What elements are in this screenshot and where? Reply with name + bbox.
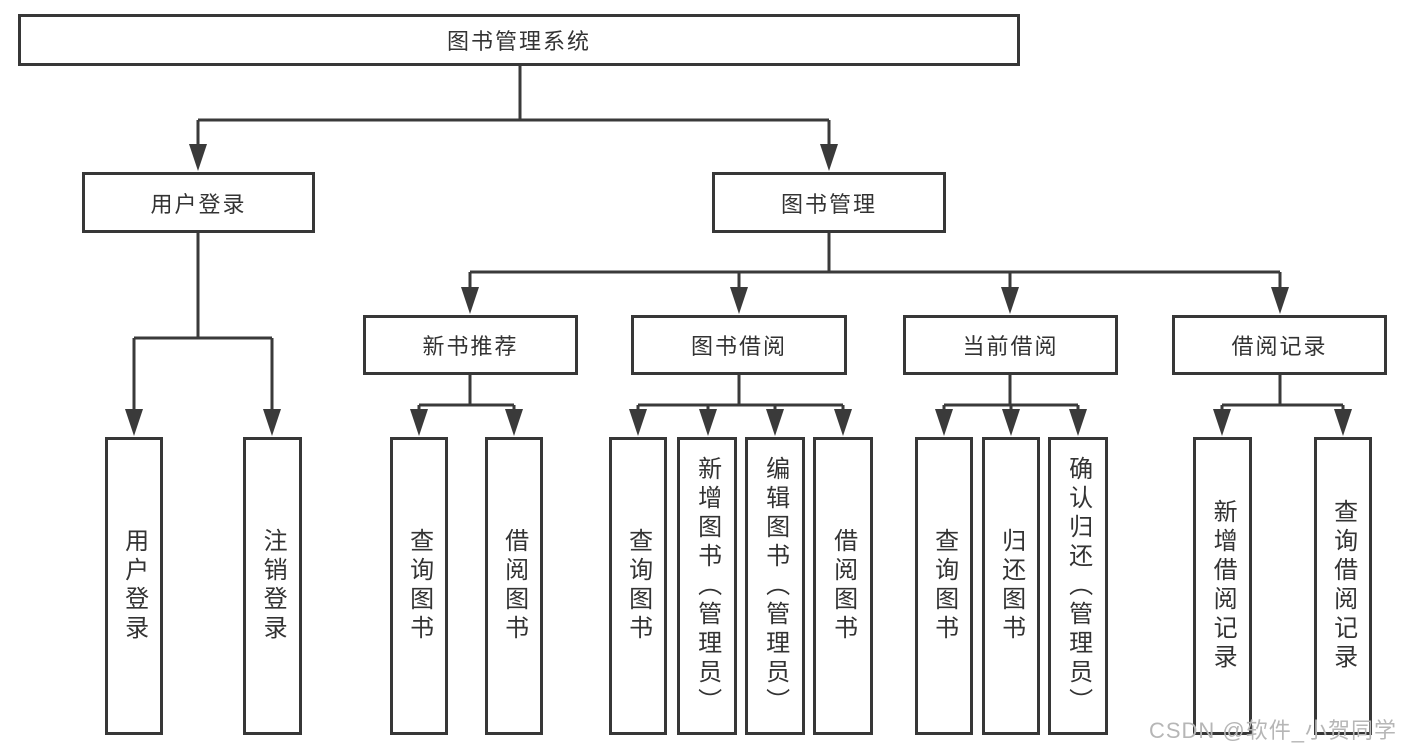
leaf-label: 查询图书 — [624, 528, 652, 644]
node-user-login: 用户登录 — [82, 172, 315, 233]
node-borrow-records: 借阅记录 — [1172, 315, 1387, 375]
node-book-management: 图书管理 — [712, 172, 946, 233]
csdn-watermark: CSDN @软件_小贺同学 — [1148, 718, 1397, 743]
leaf-confirm-return-admin: 确认归还（管理员） — [1048, 437, 1108, 735]
leaf-label: 新增借阅记录 — [1209, 499, 1237, 673]
node-new-book-recommend: 新书推荐 — [363, 315, 578, 375]
leaf-label: 借阅图书 — [500, 528, 528, 644]
node-current-borrow: 当前借阅 — [903, 315, 1118, 375]
leaf-label: 查询图书 — [930, 528, 958, 644]
leaf-label: 查询图书 — [405, 528, 433, 644]
leaf-query-borrow-record: 查询借阅记录 — [1314, 437, 1372, 735]
leaf-edit-books-admin: 编辑图书（管理员） — [745, 437, 805, 735]
leaf-label: 注销登录 — [259, 528, 287, 644]
leaf-label: 借阅图书 — [829, 528, 857, 644]
leaf-add-books-admin: 新增图书（管理员） — [677, 437, 737, 735]
leaf-query-books-recommend: 查询图书 — [390, 437, 448, 735]
leaf-return-books: 归还图书 — [982, 437, 1040, 735]
leaf-query-books-current: 查询图书 — [915, 437, 973, 735]
leaf-query-books-borrow: 查询图书 — [609, 437, 667, 735]
leaf-label: 编辑图书（管理员） — [761, 455, 789, 717]
leaf-borrow-books-recommend: 借阅图书 — [485, 437, 543, 735]
leaf-label: 查询借阅记录 — [1329, 499, 1357, 673]
node-library-system: 图书管理系统 — [18, 14, 1020, 66]
leaf-label: 用户登录 — [120, 528, 148, 644]
leaf-borrow-books: 借阅图书 — [813, 437, 873, 735]
leaf-logout: 注销登录 — [243, 437, 302, 735]
leaf-user-login: 用户登录 — [105, 437, 163, 735]
leaf-label: 确认归还（管理员） — [1064, 455, 1092, 717]
leaf-label: 新增图书（管理员） — [693, 455, 721, 717]
leaf-label: 归还图书 — [997, 528, 1025, 644]
leaf-add-borrow-record: 新增借阅记录 — [1193, 437, 1252, 735]
node-book-borrow: 图书借阅 — [631, 315, 847, 375]
